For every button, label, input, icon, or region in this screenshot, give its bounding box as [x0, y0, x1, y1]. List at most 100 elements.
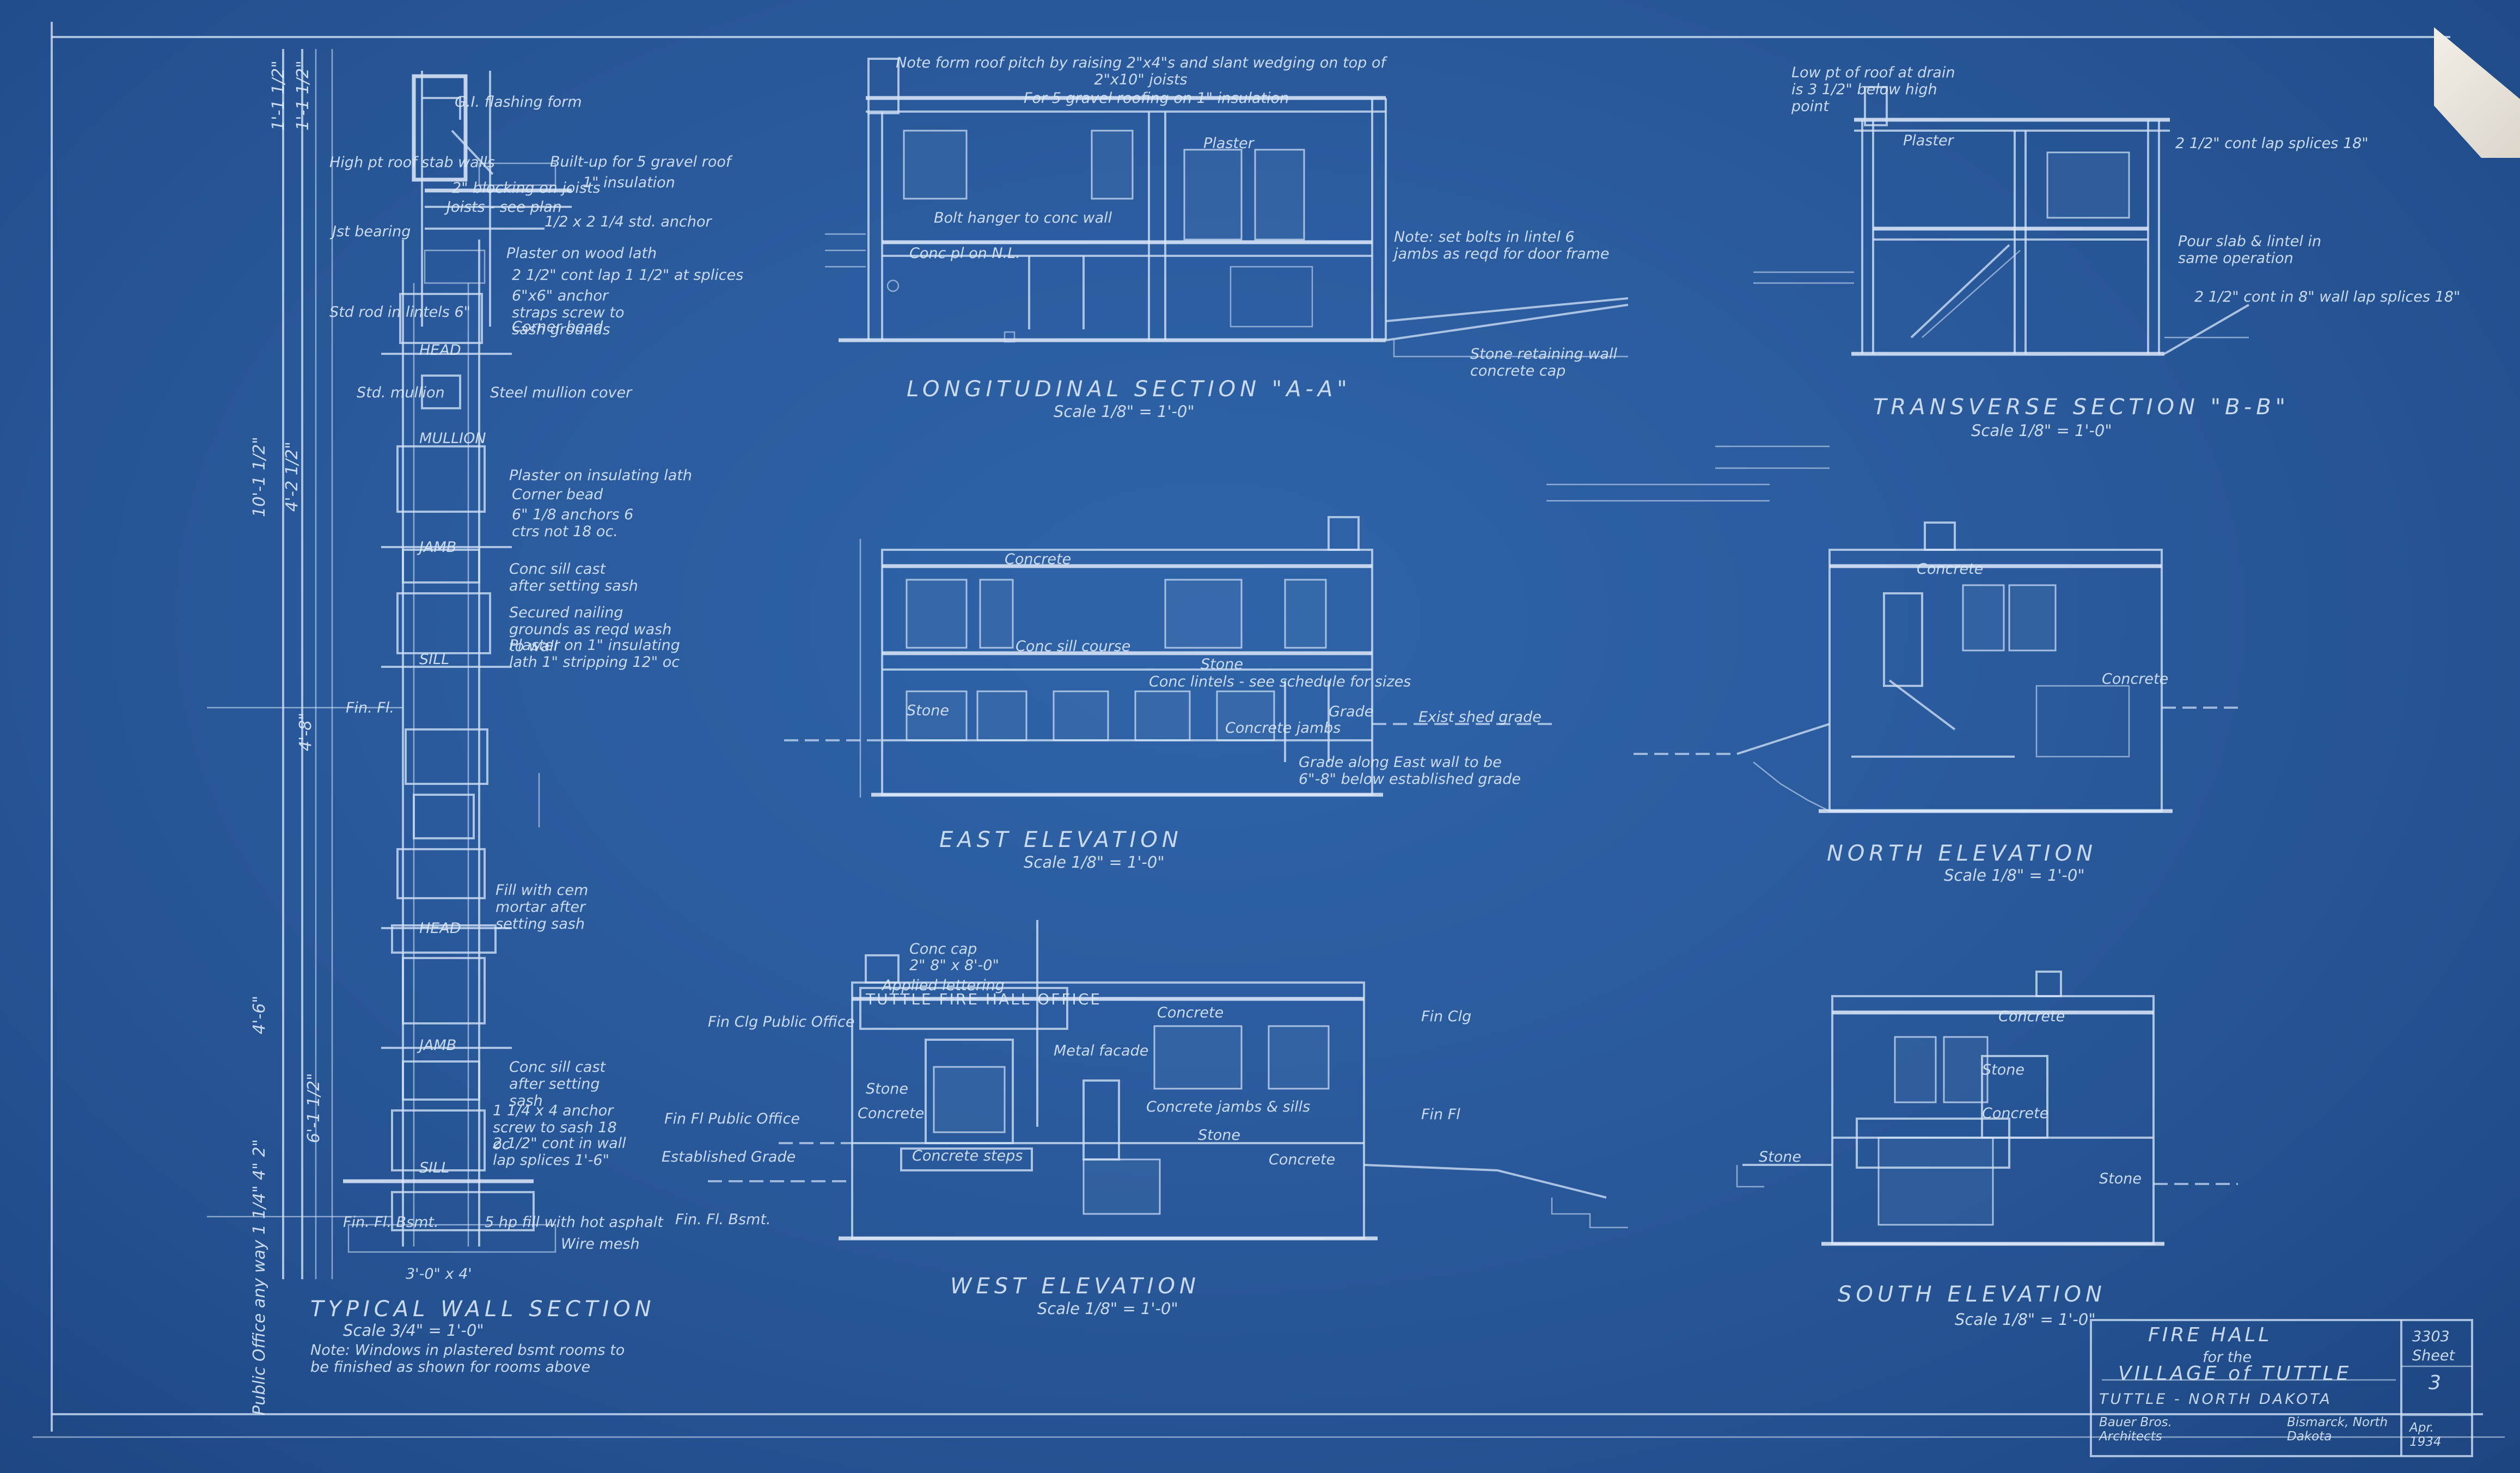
sill-cast-label: Conc sill cast after setting sash	[509, 561, 638, 595]
wall-section-note: Note: Windows in plastered bsmt rooms to…	[310, 1342, 625, 1376]
west-metal-facade-label: Metal facade	[1054, 1042, 1149, 1059]
insulation-label: 1" insulation	[583, 174, 675, 191]
north-concrete-label: Concrete	[1917, 561, 1984, 578]
west-fin-fl-label: Fin Fl	[1421, 1106, 1460, 1123]
anchors-std-label: 6" 1/8 anchors 6 ctrs not 18 oc.	[512, 506, 634, 541]
anchor-straps-label: 6"x6" anchor straps screw to sash ground…	[512, 287, 625, 339]
wire-mesh-label: Wire mesh	[561, 1236, 640, 1253]
south-stone-label: Stone	[1982, 1061, 2024, 1078]
long-section-plaster-label: Plaster	[1203, 135, 1254, 152]
flashing-label: G.I. flashing form	[455, 94, 582, 111]
east-stone-2-label: Stone	[907, 702, 949, 719]
north-elevation-scale: Scale 1/8" = 1'-0"	[1944, 866, 2085, 885]
title-block-location: Bismarck, North Dakota	[2287, 1415, 2388, 1444]
north-concrete-2-label: Concrete	[2102, 671, 2169, 688]
west-elevation-title: WEST ELEVATION	[950, 1274, 1200, 1299]
west-elevation-drawing	[708, 920, 1628, 1241]
dim-6: 4'-6"	[250, 995, 269, 1034]
long-section-roofing-note: For 5 gravel roofing on 1" insulation	[1024, 90, 1289, 107]
long-section-bolts-note: Note: set bolts in lintel 6 jambs as req…	[1394, 229, 1610, 263]
east-concrete-label: Concrete	[1005, 551, 1072, 568]
title-block-job-no: 3303	[2412, 1328, 2450, 1345]
wall-section-drawing	[207, 49, 572, 1279]
long-section-conc-label: Conc pl on N.L.	[909, 245, 1020, 262]
dim-7: 6'-1 1/2"	[304, 1073, 323, 1143]
south-elevation-title: SOUTH ELEVATION	[1838, 1282, 2106, 1307]
plaster-strip-label: Plaster on 1" insulating lath 1" strippi…	[509, 637, 680, 671]
trans-section-scale: Scale 1/8" = 1'-0"	[1971, 421, 2112, 440]
south-stone-2-label: Stone	[1759, 1149, 1801, 1165]
east-grade-note: Grade along East wall to be 6"-8" below …	[1299, 754, 1521, 788]
fin-fl-bsmt-label: Fin. Fl. Bsmt.	[343, 1214, 439, 1231]
title-block-sheet-no: 3	[2429, 1372, 2444, 1394]
corner-bead-2-label: Corner bead	[512, 486, 603, 503]
fin-fl-label: Fin. Fl.	[346, 699, 394, 716]
public-office-vertical-label: Public Office any way 1 1/4" 4" 2"	[250, 1139, 269, 1415]
west-sign-text: TUTTLE FIRE HALL OFFICE	[866, 990, 1102, 1008]
west-fin-fl-bsmt-label: Fin. Fl. Bsmt.	[675, 1211, 771, 1228]
long-section-bolt-label: Bolt hanger to conc wall	[934, 210, 1112, 226]
west-concrete-label: Concrete	[1157, 1004, 1224, 1021]
trans-section-plaster-label: Plaster	[1903, 132, 1954, 149]
mullion-heading-label: MULLION	[419, 430, 486, 447]
head-label: HEAD	[419, 342, 461, 359]
west-applied-lettering-label: Applied lettering	[882, 977, 1005, 994]
west-conc-cap-label: Conc cap	[909, 941, 977, 958]
title-block-date: Apr. 1934	[2409, 1421, 2442, 1450]
anchor-label: 1/2 x 2 1/4 std. anchor	[545, 213, 712, 230]
west-conc-cap-size-label: 2" 8" x 8'-0"	[909, 957, 999, 974]
std-rod-label: Std rod in lintels 6"	[329, 304, 471, 321]
east-elevation-drawing	[784, 516, 1552, 797]
title-block-sheet-label: Sheet	[2412, 1347, 2455, 1364]
longitudinal-section-drawing	[825, 58, 1629, 358]
head-2-label: HEAD	[419, 920, 461, 937]
trans-section-pour-note: Pour slab & lintel in same operation	[2178, 233, 2322, 267]
bottom-dim-label: 3'-0" x 4'	[406, 1266, 472, 1282]
west-concrete-steps-label: Concrete steps	[912, 1147, 1023, 1164]
high-pt-roof-label: High pt roof stab walls	[329, 154, 495, 171]
east-elevation-title: EAST ELEVATION	[939, 827, 1183, 852]
south-concrete-label: Concrete	[1998, 1008, 2065, 1025]
corner-bead-label: Corner bead	[512, 318, 603, 335]
east-stone-label: Stone	[1201, 656, 1243, 673]
blocking-label: 2" blocking on joists	[452, 180, 601, 197]
plaster-insul-label: Plaster on insulating lath	[509, 467, 692, 484]
west-fin-clg-office-label: Fin Clg Public Office	[708, 1014, 855, 1030]
mullion-cover-label: Steel mullion cover	[490, 384, 632, 401]
sill-label: SILL	[419, 651, 450, 668]
dim-1: 1'-1 1/2"	[269, 60, 288, 131]
trans-section-cont-note: 2 1/2" cont in 8" wall lap splices 18"	[2194, 289, 2461, 305]
trans-section-title: TRANSVERSE SECTION "B-B"	[1873, 395, 2290, 420]
west-concrete-3-label: Concrete	[1269, 1151, 1336, 1168]
plaster-lath-label: Plaster on wood lath	[506, 245, 657, 262]
title-block-line1: FIRE HALL	[2148, 1324, 2272, 1346]
dim-3: 4'-8"	[296, 712, 315, 751]
transverse-section-drawing	[1546, 86, 2250, 502]
west-stone-2-label: Stone	[1198, 1127, 1240, 1144]
east-exist-grade-label: Exist shed grade	[1418, 709, 1542, 726]
jst-bearing-label: Jst bearing	[332, 223, 411, 240]
east-conc-jambs-label: Concrete jambs	[1225, 720, 1341, 736]
south-elevation-drawing	[1736, 971, 2238, 1246]
west-conc-jambs-label: Concrete jambs & sills	[1146, 1098, 1311, 1115]
cont-wall-label: 2 1/2" cont in wall lap splices 1'-6"	[493, 1135, 626, 1169]
title-block-line2: for the	[2203, 1349, 2252, 1366]
south-elevation-scale: Scale 1/8" = 1'-0"	[1955, 1310, 2096, 1329]
title-block-line3: VILLAGE of TUTTLE	[2118, 1362, 2352, 1385]
east-grade-label: Grade	[1329, 703, 1374, 720]
east-elevation-scale: Scale 1/8" = 1'-0"	[1024, 853, 1165, 871]
title-block-line4: TUTTLE - NORTH DAKOTA	[2099, 1391, 2332, 1408]
built-up-roof-label: Built-up for 5 gravel roof	[550, 154, 731, 170]
sill-2-label: SILL	[419, 1159, 450, 1176]
south-stone-3-label: Stone	[2099, 1170, 2142, 1187]
west-established-grade-label: Established Grade	[662, 1149, 796, 1165]
fill-mortar-label: Fill with cem mortar after setting sash	[496, 882, 589, 933]
jamb-label: JAMB	[419, 539, 457, 556]
fill-asphalt-label: 5 hp fill with hot asphalt	[485, 1214, 663, 1231]
trans-section-drain-note: Low pt of roof at drain is 3 1/2" below …	[1791, 64, 1955, 115]
trans-section-lintel-note: 2 1/2" cont lap splices 18"	[2175, 135, 2369, 152]
south-concrete-2-label: Concrete	[1982, 1105, 2049, 1122]
west-stone-label: Stone	[866, 1081, 908, 1097]
wall-section-title: TYPICAL WALL SECTION	[310, 1297, 656, 1322]
